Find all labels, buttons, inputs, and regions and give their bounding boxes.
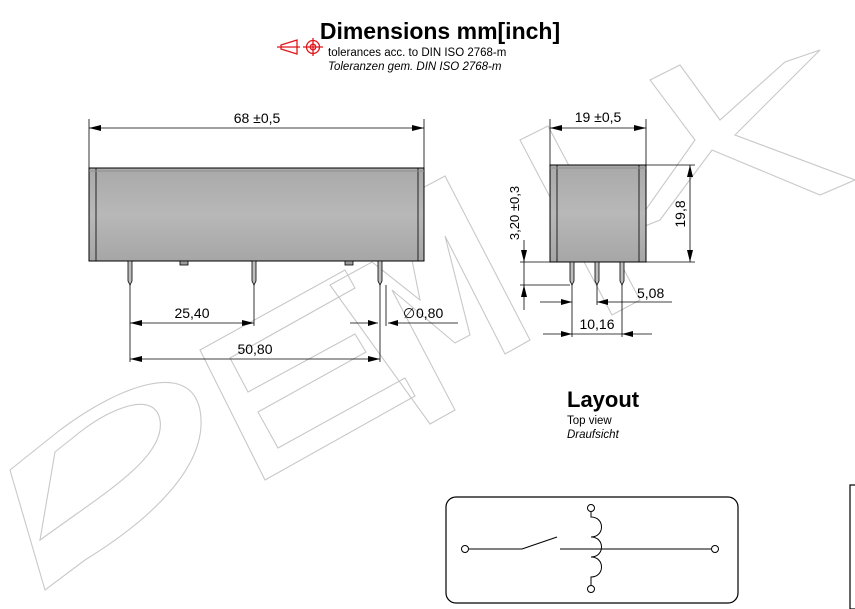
relay-schematic: [461, 504, 719, 593]
pin-2: [251, 260, 257, 286]
layout-subtitle-german: Draufsicht: [567, 429, 620, 441]
terminal-left: [461, 545, 469, 553]
pin-diameter-symbol: ∅: [403, 305, 415, 321]
first-angle-projection-icon: [277, 38, 323, 56]
layout-subtitle-english: Top view: [567, 415, 612, 427]
pin-1: [127, 260, 133, 286]
watermark-letter-d: [9, 381, 202, 591]
coil-terminal-top: [587, 504, 595, 512]
schematic-frame: [445, 496, 739, 604]
pin-length-dimension: 3,20 ±0,3: [507, 186, 522, 240]
pin-spacing-small-dimension: 5,08: [637, 285, 664, 301]
pin-diameter-dimension: 0,80: [416, 305, 443, 321]
pin-spacing-large-dimension: 10,16: [579, 316, 614, 332]
relay-coil: [590, 512, 602, 585]
layout-section: Layout Top view Draufsicht: [445, 387, 739, 604]
side-view: 19 ±0,5 19,8 3,20 ±0,3: [507, 109, 695, 337]
header: Dimensions mm[inch] tolerances acc. to D…: [277, 18, 560, 73]
terminal-right: [711, 545, 719, 553]
pin-pitch-dimension: 25,40: [174, 305, 209, 321]
page-title: Dimensions mm[inch]: [320, 18, 560, 44]
tolerance-english: tolerances acc. to DIN ISO 2768-m: [328, 47, 506, 59]
length-dimension: 68 ±0,5: [234, 110, 281, 126]
relay-body-front: [88, 167, 425, 262]
watermark-letter-x: [628, 49, 855, 234]
edge-frame-fragment: [849, 484, 855, 609]
layout-title: Layout: [567, 387, 640, 412]
width-dimension: 19 ±0,5: [575, 109, 622, 125]
front-view: 68 ±0,5 25,40 50,80: [88, 110, 458, 362]
front-pins: [127, 260, 383, 286]
switch-contact: [521, 536, 558, 550]
watermark-letter-m: [329, 175, 531, 425]
watermark-letter-e: [199, 269, 416, 481]
relay-body-side: [549, 164, 647, 263]
coil-terminal-bottom: [587, 585, 595, 593]
tolerance-german: Toleranzen gem. DIN ISO 2768-m: [328, 61, 502, 73]
side-pins: [569, 261, 625, 286]
pin-3: [377, 260, 383, 286]
pin-span-dimension: 50,80: [237, 341, 272, 357]
height-dimension: 19,8: [672, 200, 688, 227]
